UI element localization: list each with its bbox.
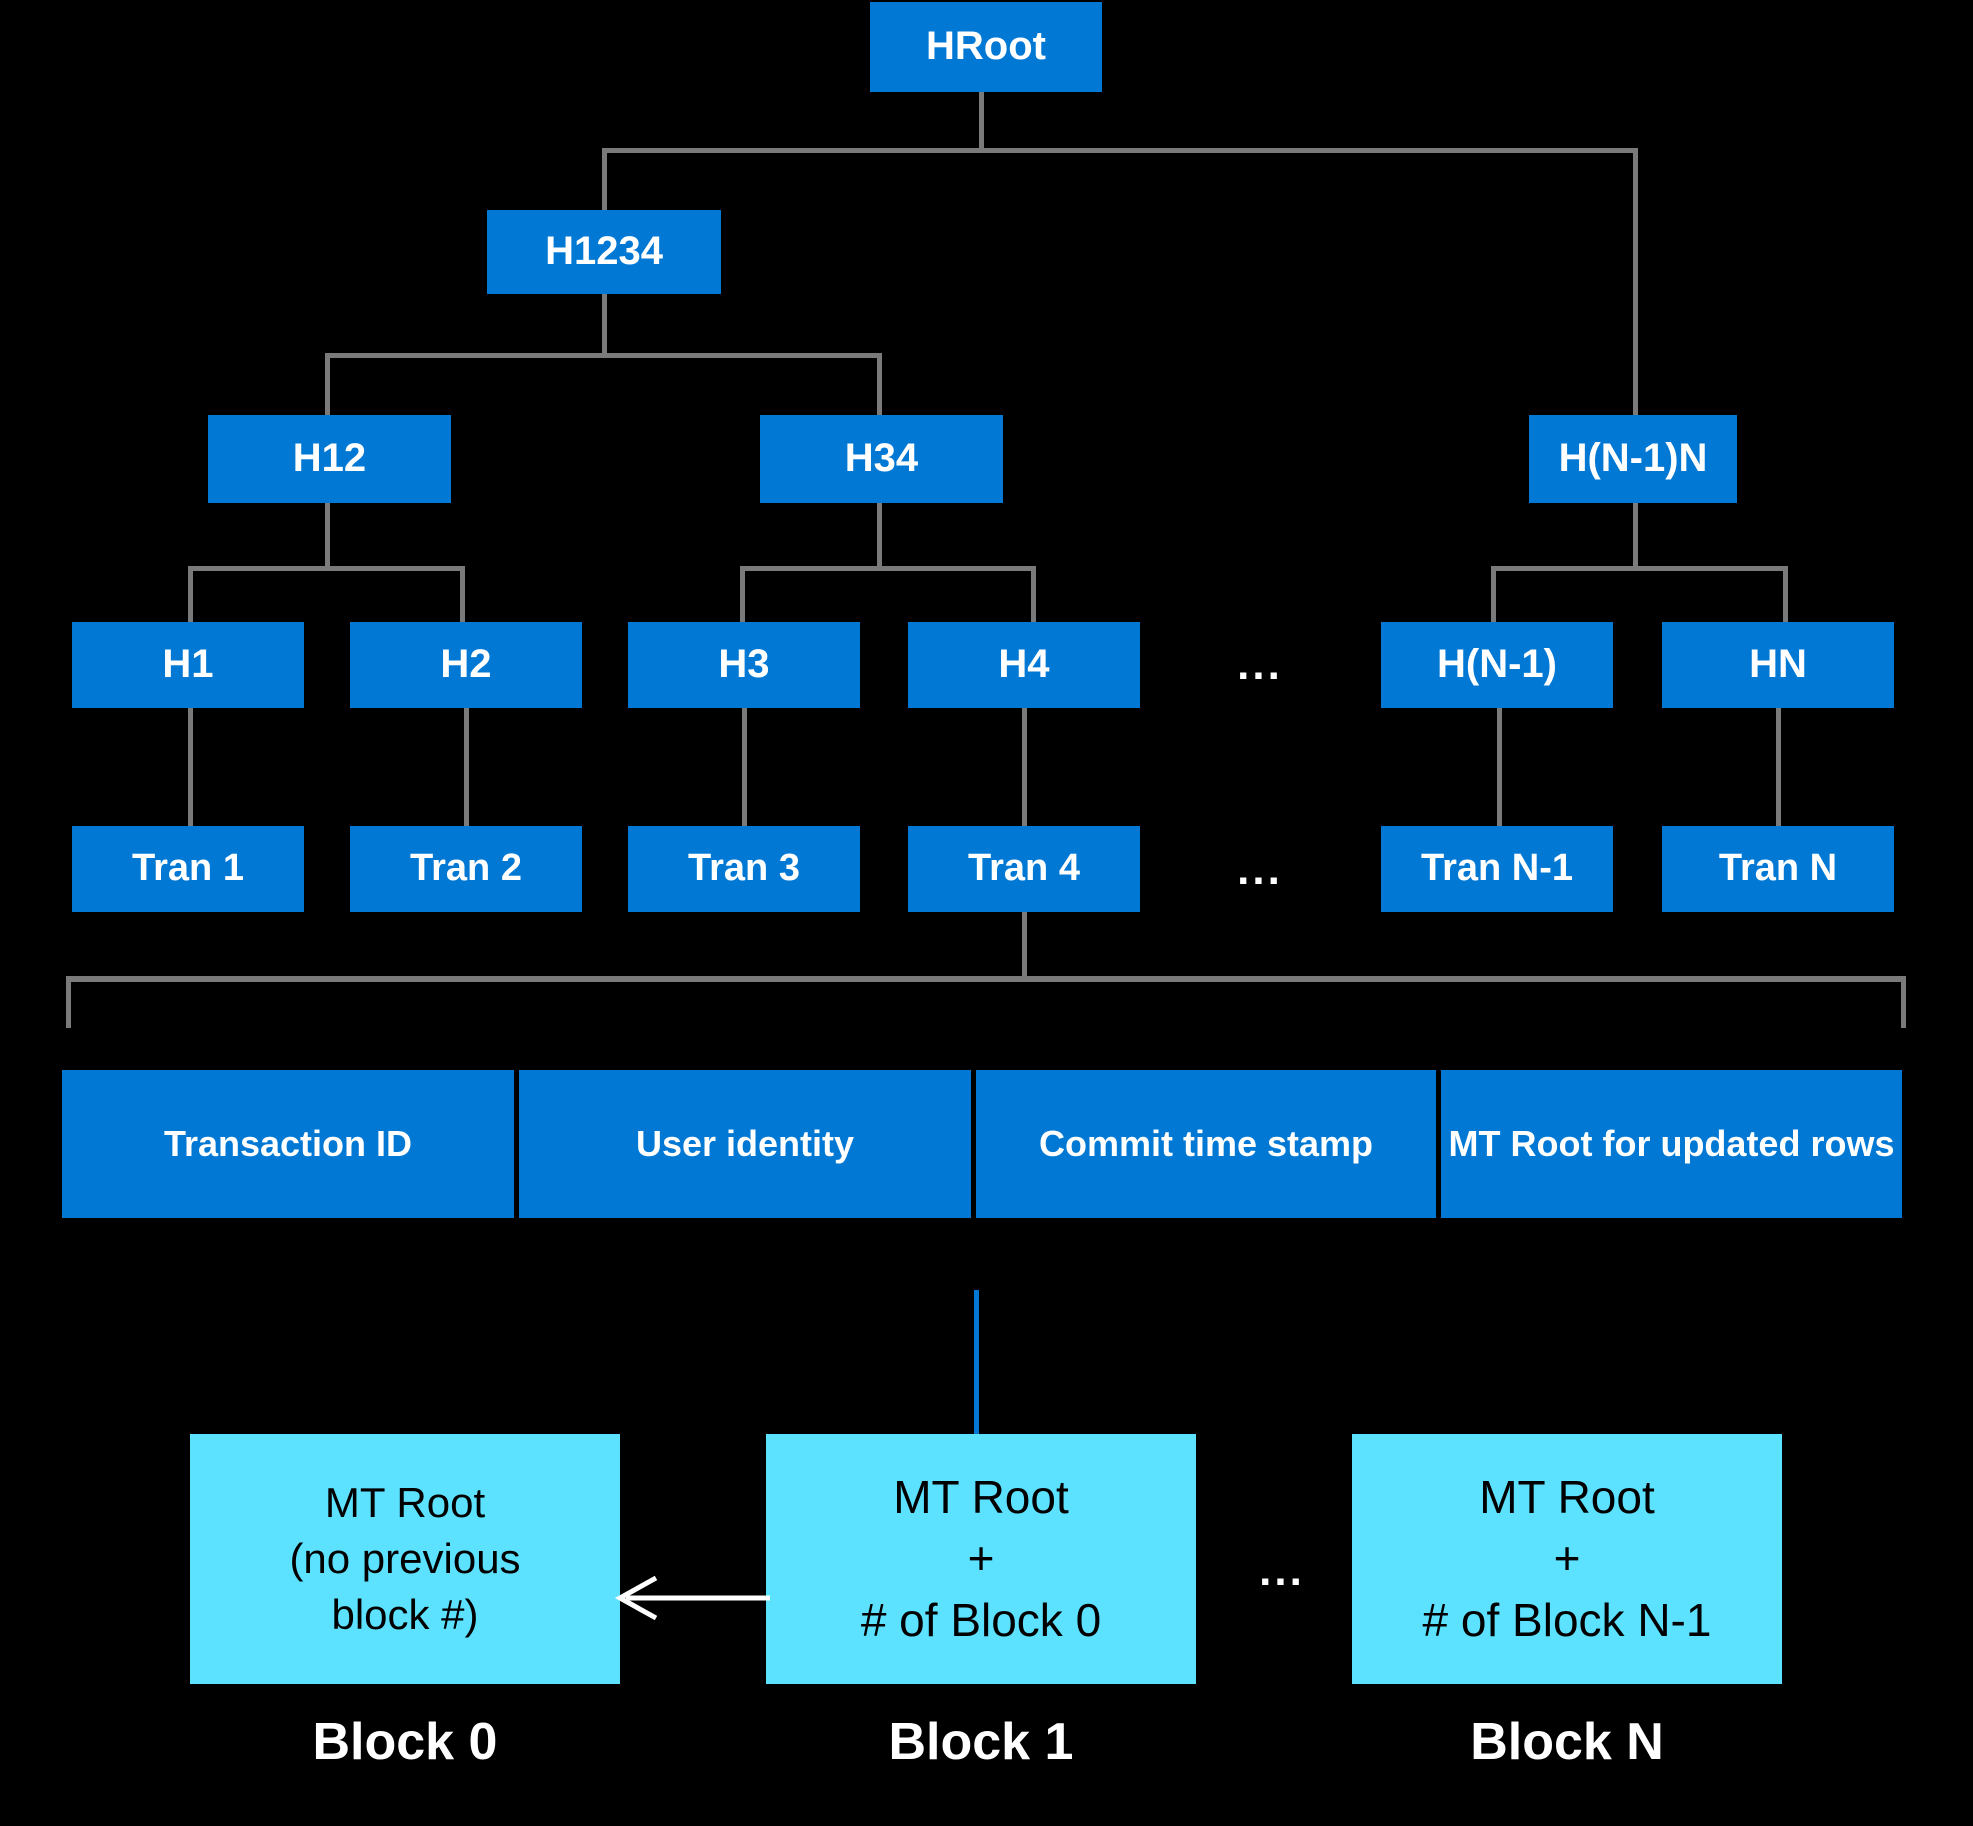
- merkle-node-hn[interactable]: HN: [1662, 622, 1894, 708]
- connector-h1234-bus: [325, 353, 882, 358]
- merkle-leaf-tran-1[interactable]: Tran 1: [72, 826, 304, 912]
- merkle-leaf-label: Tran N: [1718, 847, 1838, 890]
- merkle-leaf-tran-3[interactable]: Tran 3: [628, 826, 860, 912]
- transaction-field-mt-root-for-updated-rows[interactable]: MT Root for updated rows: [1441, 1070, 1902, 1218]
- connector-h4-to-tran4: [1022, 708, 1027, 826]
- connector-hroot-stem: [979, 92, 984, 150]
- merkle-node-h12[interactable]: H12: [208, 415, 451, 503]
- merkle-leaf-label: Tran 3: [688, 847, 800, 890]
- merkle-node-h1234[interactable]: H1234: [487, 210, 721, 294]
- merkle-node-h3[interactable]: H3: [628, 622, 860, 708]
- connector-bracket-left-leg: [66, 976, 71, 1028]
- transaction-field-user-identity[interactable]: User identity: [519, 1070, 971, 1218]
- connector-hn1n-stem: [1633, 503, 1638, 569]
- connector-hn-1-to-trann-1: [1497, 708, 1502, 826]
- merkle-leaf-label: Tran 2: [410, 847, 522, 890]
- connector-h1234-to-h34: [877, 353, 882, 415]
- merkle-node-label: H(N-1): [1437, 642, 1557, 687]
- connector-bracket-right-leg: [1901, 976, 1906, 1028]
- connector-hn1n-to-hn-1: [1491, 566, 1496, 622]
- merkle-leaf-tran-n-1[interactable]: Tran N-1: [1381, 826, 1613, 912]
- connector-h3-to-tran3: [742, 708, 747, 826]
- merkle-node-h2[interactable]: H2: [350, 622, 582, 708]
- connector-hn1n-bus: [1491, 566, 1788, 571]
- connector-h12-to-h2: [460, 566, 465, 622]
- merkle-node-label: HN: [1749, 642, 1807, 687]
- block-line: MT Root: [1479, 1470, 1655, 1523]
- connector-transaction-detail-bracket: [66, 976, 1906, 982]
- merkle-node-label: H3: [718, 642, 770, 687]
- merkle-node-label: HRoot: [926, 24, 1046, 69]
- block-line: # of Block N-1: [1422, 1593, 1712, 1646]
- connector-h1234-stem: [602, 294, 607, 356]
- connector-h12-to-h1: [188, 566, 193, 622]
- block-line: # of Block 0: [860, 1593, 1102, 1646]
- block-line: block #): [331, 1591, 479, 1639]
- merkle-node-label: H2: [440, 642, 492, 687]
- blockchain-caption-block-n: Block N: [1470, 1713, 1664, 1771]
- merkle-leaf-label: Tran 1: [132, 847, 244, 890]
- merkle-node-label: H4: [998, 642, 1050, 687]
- merkle-node-h4[interactable]: H4: [908, 622, 1140, 708]
- merkle-leaf-tran-n[interactable]: Tran N: [1662, 826, 1894, 912]
- transaction-field-commit-time-stamp[interactable]: Commit time stamp: [976, 1070, 1436, 1218]
- connector-hroot-to-hn1n: [1633, 148, 1638, 420]
- connector-h34-bus: [740, 566, 1036, 571]
- merkle-node-label: H1234: [545, 229, 663, 274]
- blockchain-row-ellipsis: ...: [1259, 1546, 1305, 1595]
- merkle-node-h34[interactable]: H34: [760, 415, 1003, 503]
- blockchain-block-1[interactable]: MT Root + # of Block 0: [766, 1434, 1196, 1684]
- transaction-field-label: User identity: [635, 1123, 855, 1165]
- transaction-row-ellipsis: ...: [1237, 845, 1283, 894]
- block-line: MT Root: [324, 1478, 486, 1526]
- connector-h12-bus: [188, 566, 465, 571]
- connector-hn1n-to-hn: [1783, 566, 1788, 622]
- connector-hroot-bus: [602, 148, 1638, 153]
- block-prev-pointer-arrow-icon: [614, 1576, 770, 1620]
- merkle-leaf-label: Tran N-1: [1420, 847, 1574, 890]
- blockchain-caption-block-1: Block 1: [888, 1713, 1074, 1771]
- merkle-node-hroot[interactable]: HRoot: [870, 2, 1102, 92]
- connector-h34-stem: [877, 503, 882, 569]
- connector-h34-to-h3: [740, 566, 745, 622]
- transaction-field-label: MT Root for updated rows: [1448, 1123, 1895, 1165]
- merkle-node-hn-1[interactable]: H(N-1): [1381, 622, 1613, 708]
- merkle-node-label: H(N-1)N: [1558, 436, 1708, 481]
- merkle-leaf-tran-4[interactable]: Tran 4: [908, 826, 1140, 912]
- merkle-node-hn1n[interactable]: H(N-1)N: [1529, 415, 1737, 503]
- block-line: +: [1553, 1532, 1581, 1585]
- blockchain-block-0[interactable]: MT Root (no previous block #): [190, 1434, 620, 1684]
- merkle-leaf-label: Tran 4: [968, 847, 1080, 890]
- transaction-field-label: Transaction ID: [163, 1123, 413, 1165]
- merkle-leaf-tran-2[interactable]: Tran 2: [350, 826, 582, 912]
- blockchain-caption-block-0: Block 0: [312, 1713, 498, 1771]
- block-line: (no previous: [289, 1534, 521, 1582]
- connector-h1234-to-h12: [325, 353, 330, 415]
- transaction-field-transaction-id[interactable]: Transaction ID: [62, 1070, 514, 1218]
- connector-h34-to-h4: [1031, 566, 1036, 622]
- merkle-node-label: H1: [162, 642, 214, 687]
- transaction-detail-strip: Transaction ID User identity Commit time…: [62, 1070, 1902, 1218]
- connector-h2-to-tran2: [464, 708, 469, 826]
- connector-hroot-to-h1234: [602, 148, 607, 210]
- connector-mtroot-to-block1: [974, 1290, 979, 1445]
- hash-row-ellipsis: ...: [1237, 640, 1283, 689]
- merkle-node-label: H12: [292, 436, 367, 481]
- merkle-node-h1[interactable]: H1: [72, 622, 304, 708]
- blockchain-block-n[interactable]: MT Root + # of Block N-1: [1352, 1434, 1782, 1684]
- connector-h12-stem: [325, 503, 330, 569]
- block-line: MT Root: [893, 1470, 1069, 1523]
- connector-tran4-stem: [1022, 912, 1027, 979]
- connector-h1-to-tran1: [188, 708, 193, 826]
- merkle-node-label: H34: [844, 436, 919, 481]
- transaction-field-label: Commit time stamp: [1038, 1123, 1374, 1165]
- block-line: +: [967, 1532, 995, 1585]
- connector-hn-to-trann: [1776, 708, 1781, 826]
